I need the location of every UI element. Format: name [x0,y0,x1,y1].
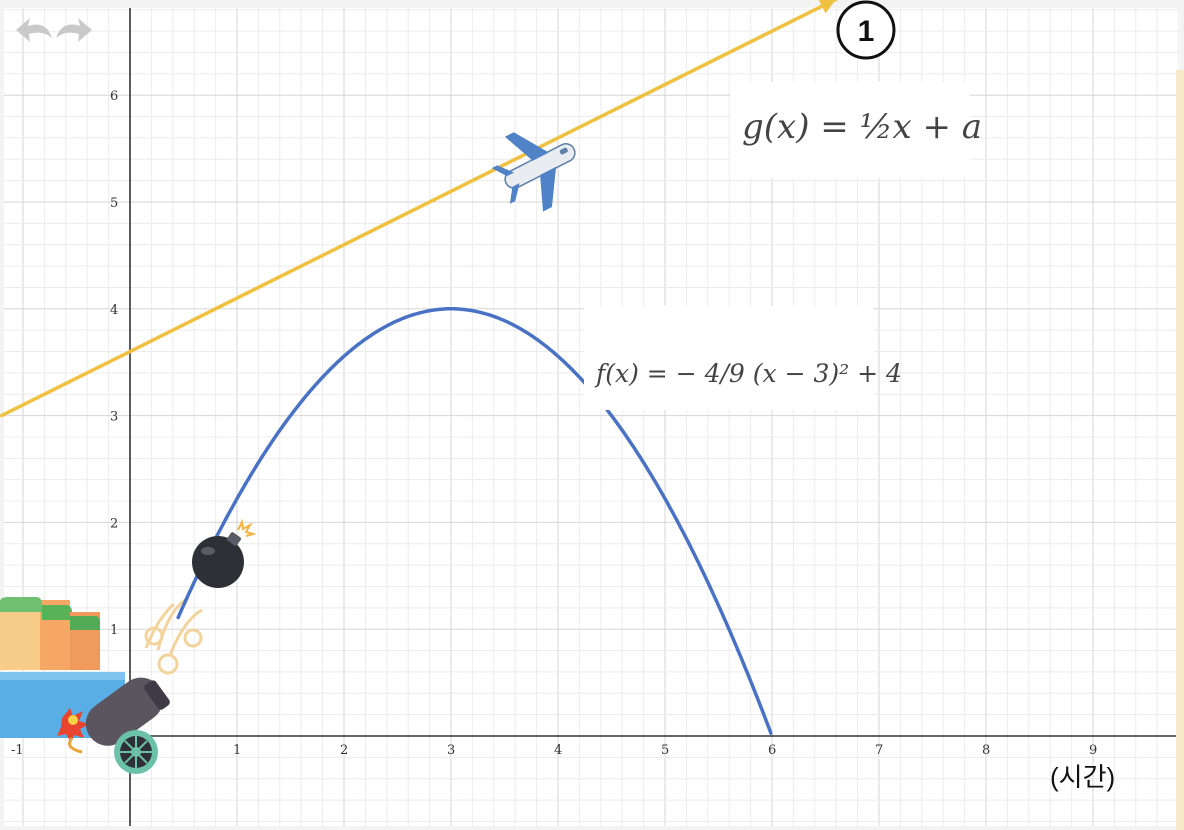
paper-background [4,8,1180,826]
line-series-f [176,307,773,735]
x-tick-label: 6 [768,743,776,758]
bomb-icon [192,518,257,588]
x-tick-label: 4 [554,743,562,758]
y-tick-label: 6 [110,89,118,104]
undo-button[interactable] [16,18,52,42]
x-tick-label: -1 [11,743,24,758]
airplane-icon [491,132,576,212]
y-tick-label: 5 [110,196,118,211]
x-tick-label: 1 [233,743,241,758]
x-tick-label: 7 [875,743,883,758]
arrowhead-icon [818,0,836,14]
right-panel-edge [1176,70,1184,830]
x-axis-title: (시간) [1050,762,1115,792]
grid [4,8,1180,826]
x-tick-label: 5 [661,743,669,758]
x-tick-label: 3 [447,743,455,758]
x-tick-label: 2 [340,743,348,758]
y-tick-label: 1 [110,623,118,638]
tick-labels: -1 1 2 3 4 5 6 7 8 9 1 2 3 4 5 6 [11,89,1097,758]
y-tick-label: 3 [110,410,118,425]
g-formula-box: g(x) = ½x + a [730,82,982,178]
g-formula-label: g(x) = ½x + a [742,107,982,147]
y-tick-label: 2 [110,516,118,531]
f-formula-box: f(x) = − 4/9 (x − 3)² + 4 [584,306,902,410]
series-layer [0,0,838,735]
x-tick-label: 8 [982,743,990,758]
circled-number: 1 [858,15,875,48]
f-formula-label: f(x) = − 4/9 (x − 3)² + 4 [594,359,902,388]
redo-button[interactable] [56,18,92,42]
redo-arrow-icon [56,18,92,42]
y-tick-label: 4 [110,303,118,318]
circled-number-badge: 1 [836,0,896,60]
line-series-g [0,0,838,418]
cannon-icon [57,677,170,774]
undo-arrow-icon [16,18,52,42]
x-tick-label: 9 [1089,743,1097,758]
